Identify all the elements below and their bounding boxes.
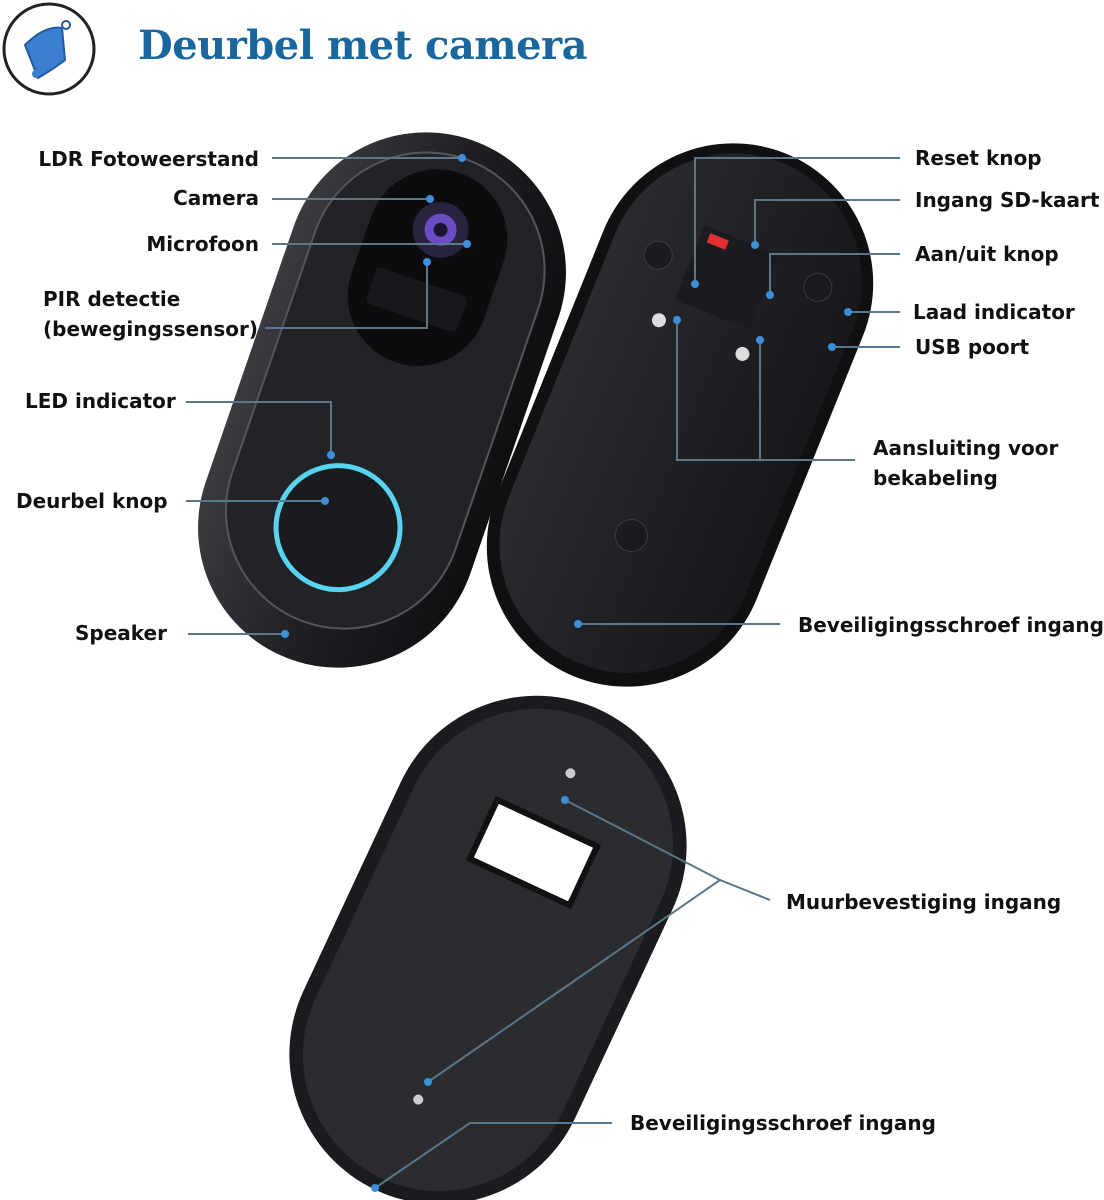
label-wiring-sub: bekabeling xyxy=(873,466,998,490)
doorbell-back xyxy=(486,143,874,687)
label-usb: USB poort xyxy=(915,335,1030,359)
label-led: LED indicator xyxy=(25,389,176,413)
label-speaker: Speaker xyxy=(75,621,167,645)
label-wall-mount: Muurbevestiging ingang xyxy=(786,890,1062,914)
page-title: Deurbel met camera xyxy=(138,22,588,69)
label-camera: Camera xyxy=(173,186,259,210)
label-sd: Ingang SD-kaart xyxy=(915,188,1100,212)
label-ldr: LDR Fotoweerstand xyxy=(38,147,259,171)
bell-icon xyxy=(2,2,96,96)
leader-lines xyxy=(186,157,900,1189)
label-microphone: Microfoon xyxy=(146,232,259,256)
label-doorbell-button: Deurbel knop xyxy=(16,489,168,513)
mount-plate xyxy=(289,695,687,1200)
label-power: Aan/uit knop xyxy=(915,242,1059,266)
label-security-screw-plate: Beveiligingsschroef ingang xyxy=(630,1111,936,1135)
label-wiring: Aansluiting voor xyxy=(873,436,1059,460)
markers xyxy=(281,154,852,1192)
doorbell-front xyxy=(198,132,566,668)
label-pir: PIR detectie xyxy=(43,287,181,311)
label-security-screw-back: Beveiligingsschroef ingang xyxy=(798,613,1104,637)
label-charge: Laad indicator xyxy=(913,300,1075,324)
label-reset: Reset knop xyxy=(915,146,1042,170)
label-pir-sub: (bewegingssensor) xyxy=(43,317,259,341)
